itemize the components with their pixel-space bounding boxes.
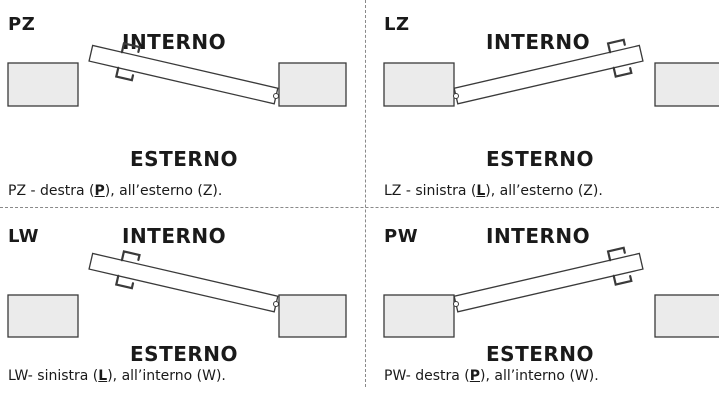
wall-left [7,62,79,107]
door-swing-diagram [7,42,347,107]
panel-pw: PW INTERNO ESTERNO PW- destra (P), all’i… [376,212,719,402]
caption-text: LW- sinistra ( [8,368,99,384]
esterno-label: ESTERNO [486,342,595,366]
door-handle-icon [120,42,141,54]
caption-text: LZ - sinistra ( [384,183,477,199]
wall-left [383,62,455,107]
esterno-label: ESTERNO [486,147,595,171]
panel-caption: LW- sinistra (L), all’interno (W). [8,368,226,384]
wall-left [383,294,455,338]
door-handle-icon [606,246,626,262]
door-handle-icon [114,66,135,82]
door-handle-icon [606,38,626,54]
door-handle-icon [114,274,135,290]
interno-label: INTERNO [486,30,591,54]
horizontal-divider [0,207,719,208]
wall-left [7,294,79,338]
wall-right [278,62,347,107]
door-diagram-sheet: PZ INTERNO ESTERNO PZ - destra (P), all’… [0,0,719,387]
caption-key: L [476,183,486,199]
wall-right [654,294,719,338]
hinge-icon [453,93,459,99]
caption-text: ), all’esterno (Z). [485,183,603,199]
door-leaf [453,38,644,105]
door-swing-diagram [383,246,719,338]
hinge-icon [273,301,279,307]
vertical-divider [365,0,366,387]
esterno-label: ESTERNO [130,342,239,366]
caption-text: ), all’interno (W). [480,368,599,384]
caption-text: ), all’esterno (Z). [104,183,223,199]
wall-right [278,294,347,338]
panel-caption: PW- destra (P), all’interno (W). [384,368,599,384]
panel-code: PZ [8,14,36,35]
caption-key: L [98,368,108,384]
interno-label: INTERNO [486,224,591,248]
door-handle-icon [612,274,633,286]
hinge-icon [273,93,279,99]
door-handle-icon [120,250,141,262]
panel-code: PW [384,226,419,247]
caption-text: ), all’interno (W). [107,368,226,384]
caption-text: PW- destra ( [384,368,470,384]
door-handle-icon [612,66,633,78]
wall-right [654,62,719,107]
panel-code: LZ [384,14,410,35]
panel-caption: LZ - sinistra (L), all’esterno (Z). [384,183,603,199]
hinge-icon [453,301,459,307]
panel-code: LW [8,226,39,247]
door-leaf [88,250,279,313]
panel-caption: PZ - destra (P), all’esterno (Z). [8,183,222,199]
caption-text: PZ - destra ( [8,183,95,199]
panel-pz: PZ INTERNO ESTERNO PZ - destra (P), all’… [0,0,360,199]
panel-lw: LW INTERNO ESTERNO LW- sinistra (L), all… [0,212,360,402]
door-leaf [453,246,644,313]
caption-key: P [94,183,105,199]
caption-key: P [469,368,481,384]
door-leaf [88,42,279,105]
door-swing-diagram [383,38,719,107]
interno-label: INTERNO [122,224,227,248]
esterno-label: ESTERNO [130,147,239,171]
panel-lz: LZ INTERNO ESTERNO LZ - sinistra (L), al… [376,0,719,199]
door-swing-diagram [7,250,347,338]
